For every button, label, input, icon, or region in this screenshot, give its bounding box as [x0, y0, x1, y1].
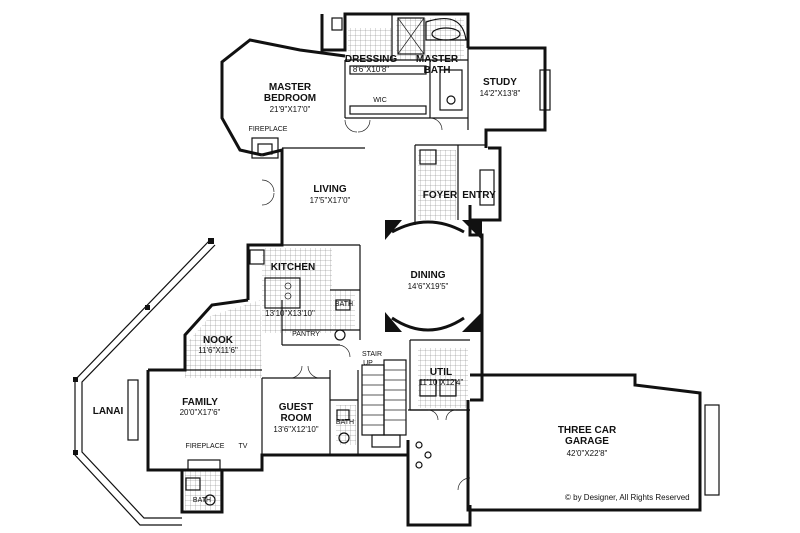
- garage-name-2: GARAGE: [565, 436, 609, 447]
- interior-walls: [185, 14, 486, 455]
- pantry-label: PANTRY: [292, 331, 320, 338]
- fixtures: [185, 17, 467, 506]
- nook-name: NOOK: [203, 335, 234, 346]
- study-name: STUDY: [483, 77, 517, 88]
- entry-name: ENTRY: [462, 190, 496, 201]
- dressing-name: DRESSING: [345, 54, 397, 65]
- master-bedroom-dims: 21'9"X17'0": [270, 105, 311, 114]
- master-bedroom-name-2: BEDROOM: [264, 93, 316, 104]
- guest-room-dims: 13'6"X12'10": [273, 425, 318, 434]
- doors: [261, 117, 471, 491]
- room-labels: MASTER BEDROOM 21'9"X17'0" DRESSING 8'6"…: [93, 54, 617, 458]
- living-dims: 17'5"X17'0": [310, 196, 351, 205]
- master-bath-name-2: BATH: [423, 65, 450, 76]
- guest-room-name-2: ROOM: [280, 413, 311, 424]
- dining-dims: 14'6"X19'5": [408, 282, 449, 291]
- stairs: [361, 359, 407, 448]
- family-dims: 20'0"X17'6": [180, 408, 221, 417]
- lanai-outline: [73, 238, 216, 526]
- bath-guest-label: BATH: [336, 419, 354, 426]
- dining-octagon: [385, 220, 482, 332]
- fireplace-master-label: FIREPLACE: [249, 126, 288, 133]
- family-name: FAMILY: [182, 397, 218, 408]
- tiled-floors: [185, 18, 468, 510]
- foyer-name: FOYER: [423, 190, 458, 201]
- master-bedroom-name-1: MASTER: [269, 82, 312, 93]
- dressing-dims: 8'6"X10'8": [353, 65, 389, 74]
- kitchen-dims: 13'10"X13'10": [265, 309, 315, 318]
- util-dims: 11'10"X12'4": [419, 378, 464, 387]
- study-dims: 14'2"X13'8": [480, 89, 521, 98]
- guest-room-name-1: GUEST: [279, 402, 313, 413]
- dining-name: DINING: [411, 270, 446, 281]
- nook-dims: 11'6"X11'6": [198, 346, 238, 355]
- garage-dims: 42'0"X22'8": [567, 449, 608, 458]
- stair-label-1: STAIR: [362, 351, 382, 358]
- kitchen-name: KITCHEN: [271, 262, 315, 273]
- garage-name-1: THREE CAR: [558, 425, 617, 436]
- lanai-name: LANAI: [93, 406, 124, 417]
- bath-family-label: BATH: [193, 497, 211, 504]
- living-name: LIVING: [313, 184, 347, 195]
- fireplace-family-label: FIREPLACE: [186, 443, 225, 450]
- fixture-labels: WIC FIREPLACE FIREPLACE TV BATH PANTRY S…: [186, 97, 387, 504]
- tv-label: TV: [239, 443, 248, 450]
- util-name: UTIL: [430, 367, 452, 378]
- copyright-notice: © by Designer, All Rights Reserved: [565, 493, 690, 502]
- windows: [127, 69, 720, 496]
- bath-kitchen-label: BATH: [335, 301, 353, 308]
- master-bath-name-1: MASTER: [416, 54, 459, 65]
- stair-label-2: UP: [363, 360, 373, 367]
- wic-label: WIC: [373, 97, 387, 104]
